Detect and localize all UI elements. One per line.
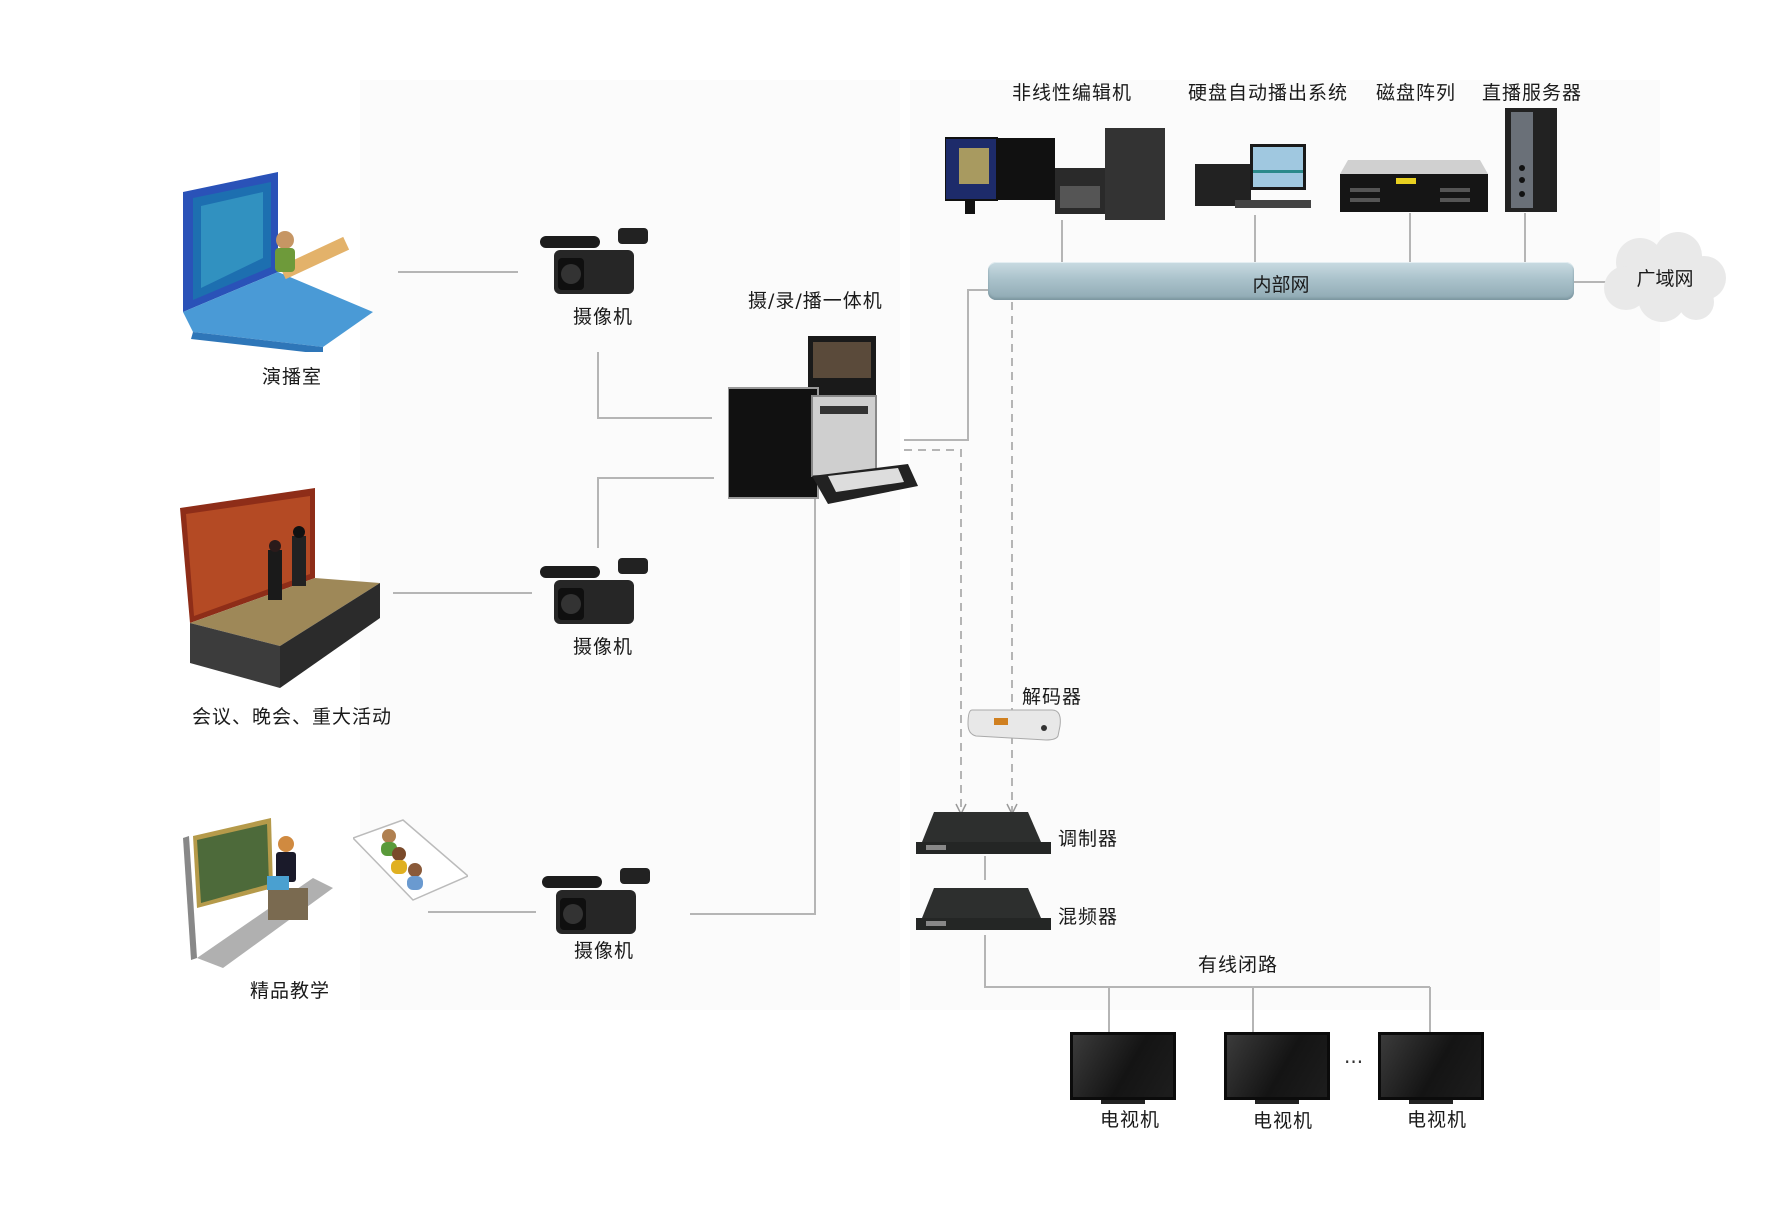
playout-system [1195, 144, 1315, 214]
tv-3 [1378, 1032, 1484, 1100]
nle-label: 非线性编辑机 [1012, 82, 1133, 104]
tv-2-label: 电视机 [1253, 1110, 1314, 1132]
tv-2 [1224, 1032, 1330, 1100]
live-server-label: 直播服务器 [1482, 82, 1583, 104]
modulator-label: 调制器 [1058, 828, 1119, 850]
dashed-wire-central-modulator [904, 449, 962, 812]
internal-network-bus: 内部网 [988, 262, 1574, 300]
live-server [1505, 108, 1557, 212]
wire-central-camera2 [597, 477, 714, 548]
video-camera-icon [540, 228, 648, 294]
tv-1 [1070, 1032, 1176, 1100]
wire-central-bus [904, 289, 988, 441]
tv-1-stand [1101, 1100, 1145, 1104]
cloud-icon [1604, 232, 1726, 322]
playout-label: 硬盘自动播出系统 [1188, 82, 1349, 104]
video-camera-icon [542, 868, 650, 934]
camera-1 [540, 228, 650, 296]
tv-3-stand [1409, 1100, 1453, 1104]
wire-camera3-central [690, 498, 816, 915]
mixer-device [916, 888, 1051, 932]
students-illustration [353, 818, 468, 908]
camera-3 [542, 868, 652, 936]
tv-2-stand [1255, 1100, 1299, 1104]
video-camera-icon [540, 558, 648, 624]
wan-cloud: 广域网 [1600, 230, 1730, 325]
tv-1-label: 电视机 [1100, 1109, 1161, 1131]
events-stage-illustration [180, 488, 380, 688]
nle-workstation [945, 128, 1170, 220]
background-panel-right [910, 80, 1660, 1010]
wire-mixer-loop [984, 935, 1430, 988]
studio-label: 演播室 [262, 366, 323, 388]
internal-network-label: 内部网 [1252, 274, 1310, 296]
teaching-classroom-illustration [183, 818, 343, 968]
camera-3-label: 摄像机 [574, 940, 635, 962]
disk-array [1340, 160, 1488, 212]
wan-label: 广域网 [1636, 268, 1694, 290]
studio-illustration [183, 172, 378, 352]
wire-camera1-central [597, 352, 712, 419]
teaching-label: 精品教学 [250, 980, 331, 1002]
camera-1-label: 摄像机 [573, 306, 634, 328]
camera-2 [540, 558, 650, 626]
tv-3-label: 电视机 [1407, 1109, 1468, 1131]
decoder-label: 解码器 [1022, 686, 1083, 708]
more-tvs-ellipsis: ··· [1344, 1050, 1364, 1074]
modulator-device [916, 812, 1051, 856]
decoder-device [966, 706, 1062, 742]
events-label: 会议、晚会、重大活动 [192, 706, 393, 728]
cable-loop-label: 有线闭路 [1198, 954, 1279, 976]
camera-2-label: 摄像机 [573, 636, 634, 658]
central-unit-label: 摄/录/播一体机 [748, 290, 883, 312]
mixer-label: 混频器 [1058, 906, 1119, 928]
central-unit-flight-case [728, 336, 928, 516]
raid-label: 磁盘阵列 [1376, 82, 1457, 104]
